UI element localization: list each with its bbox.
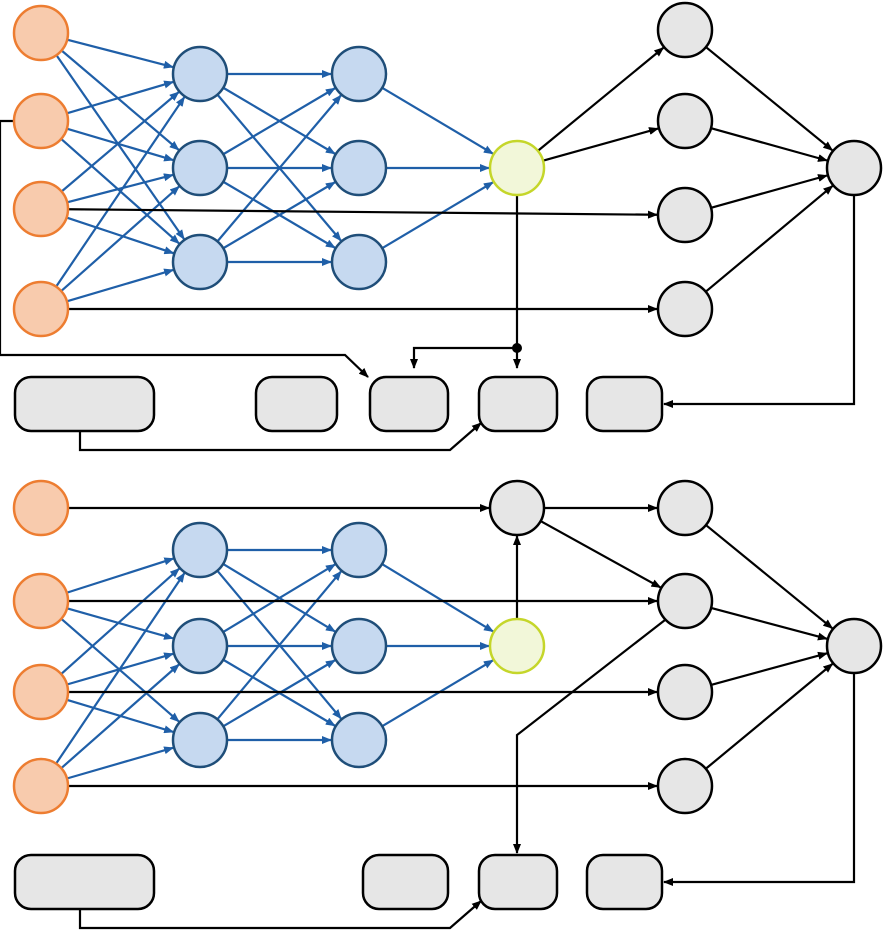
hidden-node xyxy=(171,139,229,197)
input-node xyxy=(12,280,70,338)
rounded-box xyxy=(477,853,559,911)
hidden-node xyxy=(330,521,388,579)
wide-box-to-box-arrow xyxy=(78,422,482,452)
input-node xyxy=(12,663,70,721)
skip-connector-arrow xyxy=(0,119,369,378)
input-node xyxy=(12,572,70,630)
gray-node xyxy=(825,139,883,197)
input-to-hidden-edge xyxy=(66,557,175,594)
input-node xyxy=(12,92,70,150)
input-to-hidden-edge xyxy=(60,567,180,675)
hidden-to-hidden-edge xyxy=(216,570,342,720)
hidden-to-hidden-edge xyxy=(222,181,336,250)
hidden-to-output-edge xyxy=(381,181,494,250)
nodes xyxy=(12,1,883,815)
hidden-layer-edges xyxy=(55,38,494,780)
hidden-to-output-edge xyxy=(381,563,494,633)
output-edges xyxy=(0,46,856,930)
hidden-node xyxy=(171,711,229,769)
input-to-hidden-edge xyxy=(66,38,174,69)
input-node xyxy=(12,479,70,537)
edge-arrow xyxy=(710,651,828,686)
hidden-node xyxy=(330,617,388,675)
gray-node xyxy=(656,1,714,59)
aggregator-to-box-arrow xyxy=(663,195,856,408)
input-to-hidden-edge xyxy=(66,173,174,204)
input-node xyxy=(12,757,70,815)
edge-arrow xyxy=(705,185,834,293)
gray-node xyxy=(656,572,714,630)
rounded-box xyxy=(477,375,559,433)
rounded-box xyxy=(368,375,450,433)
gray-node xyxy=(656,757,714,815)
input-to-hidden-edge xyxy=(66,216,175,255)
input-to-hidden-edge xyxy=(66,746,175,780)
edge-arrow xyxy=(710,127,828,162)
edge-arrow xyxy=(537,46,665,152)
input-to-hidden-edge xyxy=(55,96,186,288)
edge-arrow xyxy=(710,606,828,641)
input-to-hidden-edge xyxy=(60,663,180,769)
input-to-hidden-edge xyxy=(55,54,185,240)
hidden-to-output-edge xyxy=(381,86,494,155)
edge-arrow xyxy=(67,208,659,219)
hidden-to-output-edge xyxy=(381,659,494,728)
gray-node xyxy=(656,92,714,150)
gray-node xyxy=(656,186,714,244)
gray-node xyxy=(488,479,546,537)
crossing-connector-arrow xyxy=(513,619,666,854)
gray-node xyxy=(825,617,883,675)
edge-arrow xyxy=(705,663,834,770)
hidden-to-hidden-edge xyxy=(222,563,336,633)
edge-arrow xyxy=(540,520,662,589)
rounded-box xyxy=(13,375,156,433)
hidden-node xyxy=(330,233,388,291)
output-node xyxy=(488,617,546,675)
rounded-box xyxy=(585,375,664,433)
edge-arrow xyxy=(705,524,834,630)
input-to-hidden-edge xyxy=(66,80,175,115)
input-to-hidden-edge xyxy=(60,185,180,292)
input-to-hidden-edge xyxy=(60,49,180,151)
wide-box-to-box-arrow xyxy=(78,900,482,930)
edge-arrow xyxy=(710,174,828,209)
output-node xyxy=(488,139,546,197)
input-node xyxy=(12,4,70,62)
boxes xyxy=(13,375,664,911)
aggregator-to-box-arrow xyxy=(663,673,856,886)
gray-node xyxy=(656,280,714,338)
hidden-node xyxy=(171,521,229,579)
input-to-hidden-edge xyxy=(66,268,175,303)
input-node xyxy=(12,180,70,238)
hidden-node xyxy=(171,233,229,291)
hidden-to-hidden-edge xyxy=(216,94,342,243)
hidden-node xyxy=(330,711,388,769)
hidden-node xyxy=(330,45,388,103)
rounded-box xyxy=(13,853,156,911)
gray-node xyxy=(656,663,714,721)
edge-arrow xyxy=(542,127,659,162)
rounded-box xyxy=(361,853,450,911)
input-to-hidden-edge xyxy=(66,607,175,640)
hidden-node xyxy=(330,139,388,197)
hidden-to-hidden-edge xyxy=(222,87,336,156)
rounded-box xyxy=(585,853,664,911)
hidden-node xyxy=(171,45,229,103)
input-to-hidden-edge xyxy=(66,127,175,162)
junction-dot xyxy=(512,343,522,353)
hidden-node xyxy=(171,617,229,675)
gray-node xyxy=(656,479,714,537)
hidden-to-hidden-edge xyxy=(222,659,336,728)
rounded-box xyxy=(254,375,339,433)
input-to-hidden-edge xyxy=(55,572,186,765)
edge-arrow xyxy=(705,46,834,152)
input-to-hidden-edge xyxy=(60,91,180,193)
branch-to-box-arrow xyxy=(410,346,517,369)
